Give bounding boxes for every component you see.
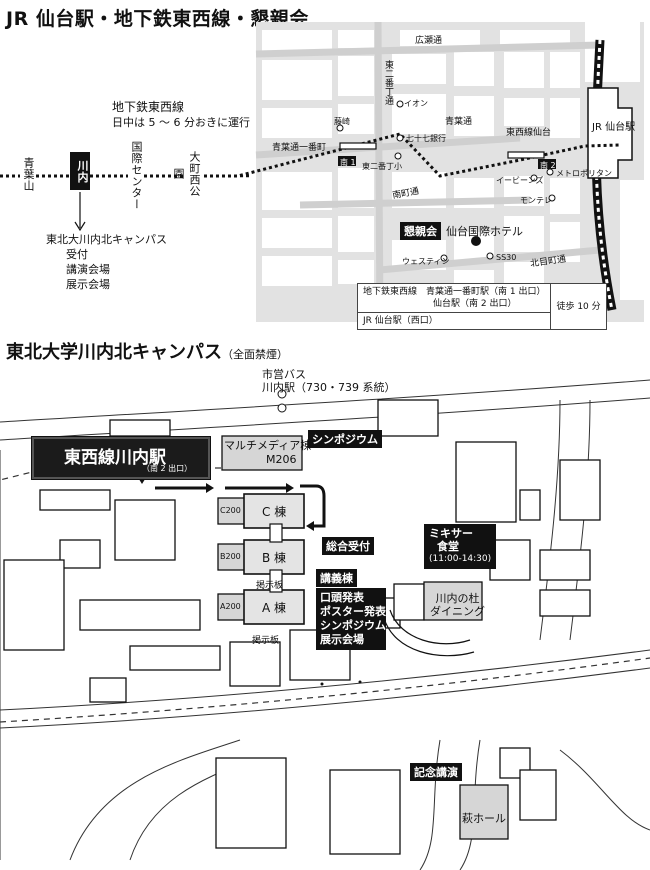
landmark-label: イービーンズ xyxy=(496,176,544,185)
station-aobayama: 青葉山 xyxy=(20,152,36,196)
symposium-label: シンポジウム xyxy=(308,430,382,448)
campus-list-item: 受付 xyxy=(66,248,88,261)
access-row-2: 仙台駅（南 2 出口） xyxy=(433,299,517,309)
exit-south-2: 南 2 xyxy=(540,161,556,170)
bus-line-1: 市営バス xyxy=(262,368,306,381)
kawauchi-station-label: 東西線川内駅 （南 2 出口） xyxy=(32,437,210,479)
landmark-label: 七十七銀行 xyxy=(406,134,446,143)
memorial-lecture-label: 記念講演 xyxy=(410,763,462,781)
station-omachinishi-koen: 大町西公園 xyxy=(172,146,202,202)
room-c200: C200 xyxy=(220,506,241,515)
city-map xyxy=(0,21,644,323)
access-row-3: JR 仙台駅（西口） xyxy=(356,312,552,330)
landmark-label: メトロポリタン xyxy=(556,169,612,178)
station-label-tozai-sendai: 東西線仙台 xyxy=(506,128,552,138)
dining-name-2: ダイニング xyxy=(430,605,485,618)
access-row-1: 地下鉄東西線 青葉通一番町駅（南 1 出口） xyxy=(363,287,546,297)
campus-map xyxy=(0,379,650,870)
landmark-label: イオン xyxy=(404,99,428,108)
notice-board: 掲示板 xyxy=(252,636,280,646)
campus-list-item: 展示会場 xyxy=(66,278,110,291)
walk-time: 徒歩 10 分 xyxy=(550,283,607,330)
no-smoking-note: （全面禁煙） xyxy=(222,348,288,361)
top-title: JR 仙台駅・地下鉄東西線・懇親会 xyxy=(6,8,309,30)
bus-line-2: 川内駅（730・739 系統） xyxy=(262,381,396,394)
landmark-label: 東二番丁小 xyxy=(362,162,402,171)
mixer-venue: 食堂 xyxy=(437,540,459,553)
multimedia-building: マルチメディア棟 M206 xyxy=(224,439,311,467)
dining-name-1: 川内の杜 xyxy=(435,592,480,605)
multimedia-room: M206 xyxy=(266,453,297,466)
road-label: 青葉通一番町 xyxy=(272,143,327,153)
subway-frequency: 日中は 5 〜 6 分おきに運行 xyxy=(112,116,250,129)
landmark-label: ウェスティン xyxy=(402,257,450,266)
campus-title: 東北大学川内北キャンパス（全面禁煙） xyxy=(6,338,288,364)
subway-line-name: 地下鉄東西線 xyxy=(112,100,185,114)
campus-title-text: 東北大学川内北キャンパス xyxy=(6,342,222,363)
road-label: 東二番丁通 xyxy=(383,60,393,105)
landmark-label: モンテレ xyxy=(520,196,552,205)
hagi-hall: 萩ホール xyxy=(462,812,506,825)
station-kawauchi: 川内 xyxy=(70,152,90,190)
campus-facility-list: 東北大川内北キャンパス 受付 講演会場 展示会場 xyxy=(46,232,167,292)
building-b: B 棟 xyxy=(262,551,287,565)
road-label: 広瀬通 xyxy=(415,36,443,46)
room-b200: B200 xyxy=(220,552,241,561)
bus-stop-label: 市営バス 川内駅（730・739 系統） xyxy=(262,368,396,394)
lecture-item: 口頭発表 xyxy=(320,591,364,604)
building-c: C 棟 xyxy=(262,505,287,519)
station-exit: （南 2 出口） xyxy=(142,464,193,473)
station-international-center: 国際センター xyxy=(128,140,144,210)
station-label-jr-sendai: JR 仙台駅 xyxy=(592,122,636,133)
mixer-hours: (11:00-14:30) xyxy=(429,554,492,564)
dining-label: 川内の杜 ダイニング xyxy=(430,592,485,618)
lecture-item: ポスター発表 xyxy=(320,605,386,618)
landmark-label: SS30 xyxy=(496,253,517,262)
campus-list-item: 東北大川内北キャンパス xyxy=(46,233,167,246)
multimedia-name: マルチメディア棟 xyxy=(224,439,312,452)
lecture-building-info: 講義棟 口頭発表 ポスター発表 シンポジウム 展示会場 xyxy=(316,567,386,650)
lecture-item: シンポジウム xyxy=(320,619,386,632)
mixer-title: ミキサー xyxy=(429,527,473,540)
building-a: A 棟 xyxy=(262,601,287,615)
landmark-label: 藤崎 xyxy=(334,117,350,126)
notice-board: 掲示板 xyxy=(256,581,284,591)
reception-label: 総合受付 xyxy=(322,537,374,555)
lecture-building-label: 講義棟 xyxy=(316,569,357,587)
party-label: 懇親会 xyxy=(400,222,441,240)
room-a200: A200 xyxy=(220,602,241,611)
mixer-label: ミキサー 食堂 (11:00-14:30) xyxy=(424,524,497,569)
access-info-table: 地下鉄東西線 青葉通一番町駅（南 1 出口） 仙台駅（南 2 出口） 徒歩 10… xyxy=(356,283,607,330)
campus-list-item: 講演会場 xyxy=(66,263,110,276)
hotel-name: 仙台国際ホテル xyxy=(446,225,523,238)
exit-south-1: 南 1 xyxy=(340,158,356,167)
lecture-item: 展示会場 xyxy=(320,633,364,646)
road-label: 青葉通 xyxy=(445,117,473,127)
station-name: 東西線川内駅 xyxy=(64,448,166,468)
